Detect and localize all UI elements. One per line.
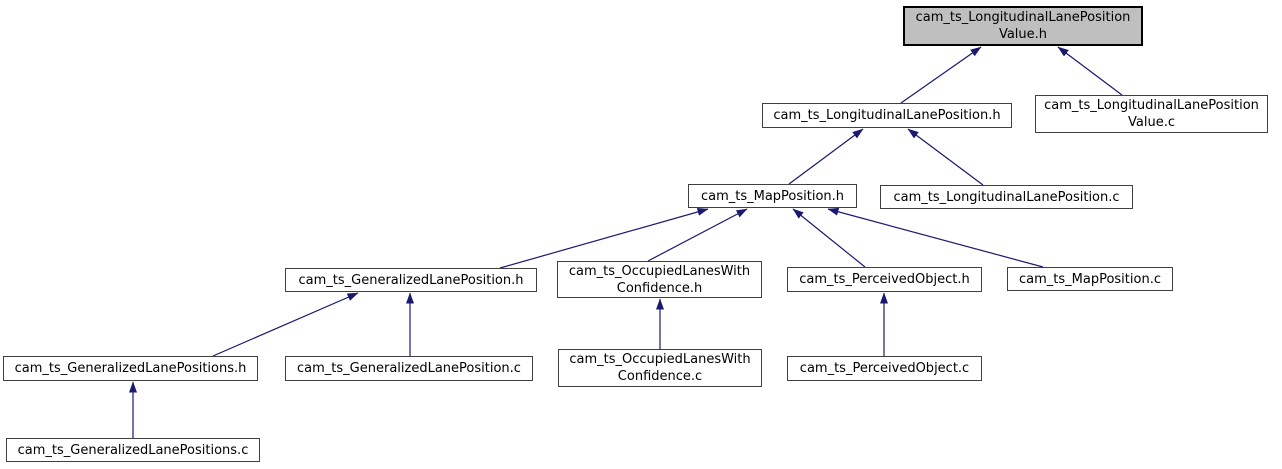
graph-node-cam-ts-perceivedobject-c[interactable]: cam_ts_PerceivedObject.c — [787, 356, 982, 381]
graph-node-label: cam_ts_LongitudinalLanePosition Value.c — [1044, 98, 1259, 130]
graph-node-label: cam_ts_GeneralizedLanePosition.h — [298, 272, 524, 288]
graph-node-label: cam_ts_OccupiedLanesWith Confidence.c — [569, 352, 751, 384]
graph-node-cam-ts-occupiedlaneswithconfidence-h[interactable]: cam_ts_OccupiedLanesWith Confidence.h — [557, 261, 762, 298]
dependency-edge-cam-ts-mapposition-c-to-cam-ts-mapposition-h — [827, 207, 1044, 268]
dependency-edge-cam-ts-longitudinallaneposition-value-c-to-cam-ts-longitudinallaneposition-value-h — [1057, 46, 1123, 96]
graph-node-label: cam_ts_MapPosition.c — [1019, 271, 1161, 287]
graph-node-label: cam_ts_PerceivedObject.c — [799, 361, 970, 376]
graph-node-cam-ts-generalizedlanepositions-c[interactable]: cam_ts_GeneralizedLanePositions.c — [6, 438, 260, 462]
graph-node-label: cam_ts_GeneralizedLanePositions.c — [17, 442, 249, 458]
graph-node-cam-ts-longitudinallaneposition-value-h[interactable]: cam_ts_LongitudinalLanePosition Value.h — [903, 6, 1143, 46]
dependency-edge-cam-ts-mapposition-h-to-cam-ts-longitudinallaneposition-h — [788, 128, 864, 185]
graph-node-cam-ts-generalizedlaneposition-h[interactable]: cam_ts_GeneralizedLanePosition.h — [285, 268, 537, 292]
graph-node-cam-ts-mapposition-h[interactable]: cam_ts_MapPosition.h — [688, 184, 857, 208]
dependency-edge-cam-ts-longitudinallaneposition-h-to-cam-ts-longitudinallaneposition-value-h — [900, 46, 982, 104]
dependency-edge-cam-ts-perceivedobject-h-to-cam-ts-mapposition-h — [792, 208, 866, 268]
graph-node-cam-ts-generalizedlaneposition-c[interactable]: cam_ts_GeneralizedLanePosition.c — [285, 356, 533, 381]
graph-node-label: cam_ts_MapPosition.h — [700, 188, 845, 204]
graph-node-cam-ts-mapposition-c[interactable]: cam_ts_MapPosition.c — [1007, 267, 1173, 291]
dependency-edge-cam-ts-generalizedlanepositions-h-to-cam-ts-generalizedlaneposition-h — [212, 292, 359, 357]
graph-node-cam-ts-longitudinallaneposition-value-c[interactable]: cam_ts_LongitudinalLanePosition Value.c — [1035, 95, 1268, 133]
graph-node-label: cam_ts_GeneralizedLanePosition.c — [297, 361, 521, 376]
dependency-edge-cam-ts-generalizedlaneposition-h-to-cam-ts-mapposition-h — [499, 208, 709, 269]
graph-node-label: cam_ts_LongitudinalLanePosition.c — [893, 189, 1120, 205]
graph-node-cam-ts-generalizedlanepositions-h[interactable]: cam_ts_GeneralizedLanePositions.h — [3, 356, 258, 381]
dependency-edge-cam-ts-longitudinallaneposition-c-to-cam-ts-longitudinallaneposition-h — [907, 128, 984, 186]
graph-node-label: cam_ts_PerceivedObject.h — [799, 272, 970, 287]
graph-node-label: cam_ts_GeneralizedLanePositions.h — [14, 361, 247, 376]
graph-node-cam-ts-occupiedlaneswithconfidence-c[interactable]: cam_ts_OccupiedLanesWith Confidence.c — [558, 349, 762, 387]
graph-node-cam-ts-longitudinallaneposition-h[interactable]: cam_ts_LongitudinalLanePosition.h — [762, 103, 1012, 128]
graph-node-label: cam_ts_OccupiedLanesWith Confidence.h — [568, 263, 751, 296]
dependency-edge-cam-ts-occupiedlaneswithconfidence-h-to-cam-ts-mapposition-h — [647, 208, 748, 262]
graph-node-label: cam_ts_LongitudinalLanePosition Value.h — [915, 10, 1131, 42]
graph-node-label: cam_ts_LongitudinalLanePosition.h — [773, 108, 1001, 123]
graph-node-cam-ts-perceivedobject-h[interactable]: cam_ts_PerceivedObject.h — [787, 267, 982, 292]
graph-node-cam-ts-longitudinallaneposition-c[interactable]: cam_ts_LongitudinalLanePosition.c — [880, 185, 1133, 209]
